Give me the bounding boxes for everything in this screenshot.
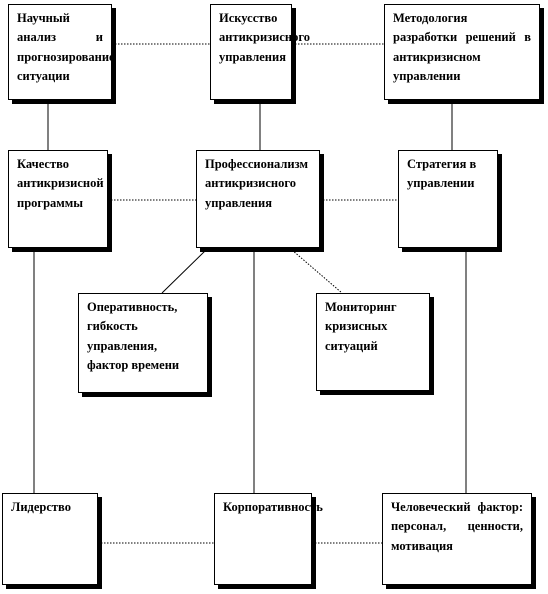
- node-efficiency: Оперативность, гибкость управления, факт…: [78, 293, 208, 393]
- node-art: Искусство антикризисного управления: [210, 4, 310, 100]
- node-corporate: Корпоративность: [214, 493, 323, 585]
- node-efficiency-label: Оперативность, гибкость управления, факт…: [87, 300, 180, 373]
- node-analysis-label: Научный анализ и прогнозирование ситуаци…: [17, 11, 115, 84]
- link-professionalism-efficiency: [161, 249, 207, 294]
- node-monitoring-label: Мониторинг кризисных ситуаций: [325, 300, 397, 353]
- node-quality-label: Качество антикризисной программы: [17, 157, 104, 210]
- node-monitoring: Мониторинг кризисных ситуаций: [316, 293, 430, 391]
- node-analysis: Научный анализ и прогнозирование ситуаци…: [8, 4, 115, 100]
- node-leadership: Лидерство: [2, 493, 98, 585]
- node-human: Человеческий фактор: персонал, ценности,…: [382, 493, 532, 585]
- node-methodology: Методология разработки решений в антикри…: [384, 4, 540, 100]
- node-art-label: Искусство антикризисного управления: [219, 11, 310, 64]
- node-quality: Качество антикризисной программы: [8, 150, 108, 248]
- node-corporate-label: Корпоративность: [223, 500, 323, 514]
- node-professionalism: Профессионализм антикризисного управлени…: [196, 150, 320, 248]
- node-human-label: Человеческий фактор: персонал, ценности,…: [391, 500, 523, 553]
- node-professionalism-label: Профессионализм антикризисного управлени…: [205, 157, 308, 210]
- node-strategy: Стратегия в управлении: [398, 150, 498, 248]
- node-leadership-label: Лидерство: [11, 500, 71, 514]
- link-professionalism-monitoring: [291, 249, 343, 294]
- node-strategy-label: Стратегия в управлении: [407, 157, 477, 191]
- node-methodology-label: Методология разработки решений в антикри…: [393, 11, 531, 84]
